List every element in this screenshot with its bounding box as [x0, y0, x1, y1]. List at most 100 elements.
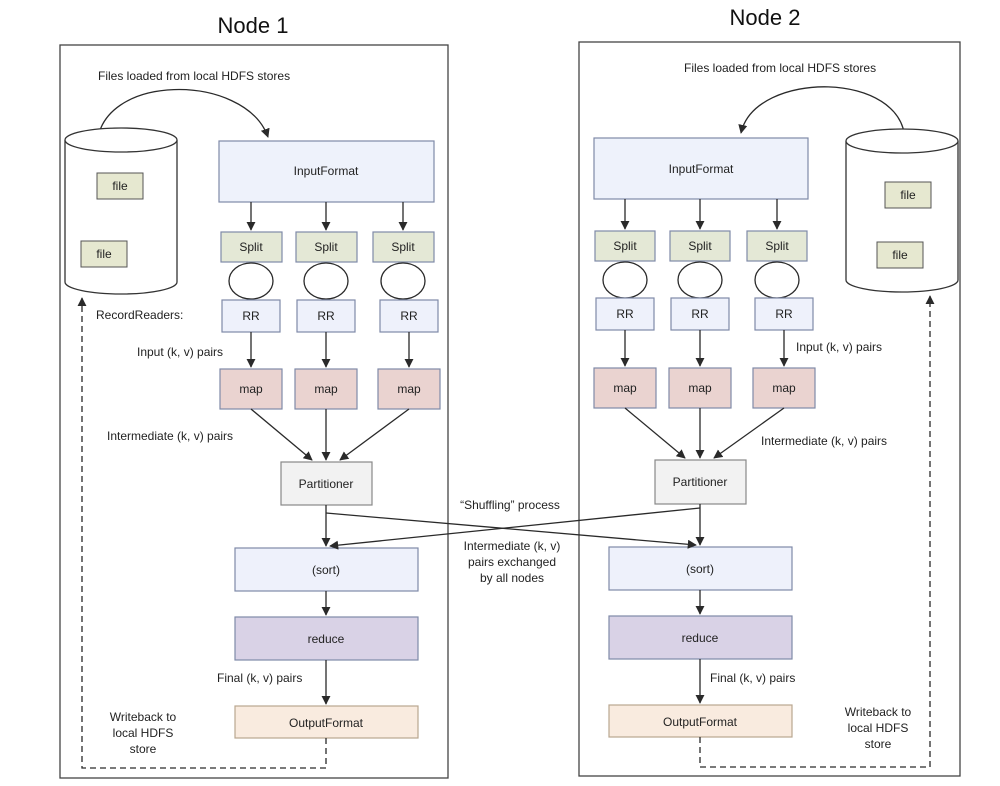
node2-map-1-box — [593, 367, 657, 409]
node1-map-1-box — [219, 368, 283, 410]
node1-load-arrow — [96, 88, 270, 149]
node1-file-box-a — [96, 172, 144, 200]
node2-writeback-dashed-arrow — [699, 295, 935, 768]
node2-writeback-line3: store — [865, 737, 892, 751]
node2-files-loaded-label: Files loaded from local HDFS stores — [684, 61, 876, 75]
node2-writeback-line2: local HDFS — [848, 721, 909, 735]
node1-split-2-label: Split — [314, 240, 338, 254]
node1-rr-2-box — [296, 299, 356, 333]
node2-file-label-b: file — [892, 248, 908, 262]
shuffle-line-3: by all nodes — [480, 571, 544, 585]
node2-outputformat-label: OutputFormat — [663, 715, 738, 729]
node2-map3-to-partitioner-arrow — [713, 407, 785, 459]
node1-partitioner-label: Partitioner — [299, 477, 354, 491]
node1-writeback-dashed-arrow — [77, 297, 327, 769]
node1-final-pairs-label: Final (k, v) pairs — [217, 671, 302, 685]
node1-file-label-b: file — [96, 247, 112, 261]
node1-writeback-line3: store — [130, 742, 157, 756]
node2-map-1-label: map — [613, 381, 637, 395]
node2-rr-2-label: RR — [691, 307, 709, 321]
node2-writeback-line1: Writeback to — [845, 705, 912, 719]
node2-map1-to-partitioner-arrow — [624, 407, 686, 459]
node1-split-1-label: Split — [239, 240, 263, 254]
node2-final-pairs-label: Final (k, v) pairs — [710, 671, 795, 685]
node2-map-3-label: map — [772, 381, 796, 395]
node2-file-label-a: file — [900, 188, 916, 202]
node2-map-3-box — [752, 367, 816, 409]
node2-title: Node 2 — [730, 5, 801, 30]
node1-outputformat-label: OutputFormat — [289, 716, 364, 730]
node1-recordreaders-label: RecordReaders: — [96, 308, 183, 322]
node1-file-label-a: file — [112, 179, 128, 193]
node1-reduce-label: reduce — [308, 632, 345, 646]
node1-files-loaded-label: Files loaded from local HDFS stores — [98, 69, 290, 83]
node1-cylinder-body — [64, 140, 178, 295]
node1-split-1-box — [220, 231, 283, 263]
node1-file-box-b — [80, 240, 128, 268]
node1-rr-3-label: RR — [400, 309, 418, 323]
node1-map-3-label: map — [397, 382, 421, 396]
node2-partitioner-label: Partitioner — [673, 475, 728, 489]
node1-rr-3-box — [379, 299, 439, 333]
node2-split-2-box — [669, 230, 731, 262]
node2-partitioner-box — [654, 459, 747, 505]
node2-input-pairs-label: Input (k, v) pairs — [796, 340, 882, 354]
node2-intermediate-pairs-label: Intermediate (k, v) pairs — [761, 434, 887, 448]
node1-writeback-line1: Writeback to — [110, 710, 177, 724]
node1-sort-box — [234, 547, 419, 592]
node1-inputformat-label: InputFormat — [294, 164, 359, 178]
node2-reduce-box — [608, 615, 793, 660]
node2-split-3-label: Split — [765, 239, 789, 253]
node1-loop-3 — [380, 262, 426, 300]
node1-outputformat-box — [234, 705, 419, 739]
node2-map-2-label: map — [688, 381, 712, 395]
node1-loop-2 — [303, 262, 349, 300]
node2-outputformat-box — [608, 704, 793, 738]
node1-cylinder-top — [64, 127, 178, 153]
shuffle-line-1: Intermediate (k, v) — [464, 539, 561, 553]
shuffle-title: “Shuffling” process — [460, 498, 560, 512]
node1-reduce-box — [234, 616, 419, 661]
node2-cylinder-top — [845, 128, 959, 154]
node1-map-2-box — [294, 368, 358, 410]
node1-title: Node 1 — [218, 13, 289, 38]
node2-reduce-label: reduce — [682, 631, 719, 645]
node2-cylinder-body — [845, 141, 959, 293]
node2-group: Files loaded from local HDFS stores file… — [593, 61, 959, 768]
node1-split-3-label: Split — [391, 240, 415, 254]
node2-sort-label: (sort) — [686, 562, 714, 576]
node1-rr-1-label: RR — [242, 309, 260, 323]
node1-map1-to-partitioner-arrow — [250, 408, 313, 461]
shuffle-line-2: pairs exchanged — [468, 555, 556, 569]
node2-rr-3-box — [754, 297, 814, 331]
node1-partitioner-box — [280, 461, 373, 506]
node1-intermediate-pairs-label: Intermediate (k, v) pairs — [107, 429, 233, 443]
node1-split-3-box — [372, 231, 435, 263]
node2-file-box-a — [884, 181, 932, 209]
node2-file-box-b — [876, 241, 924, 269]
node1-inputformat-box — [218, 140, 435, 203]
node2-inputformat-box — [593, 137, 809, 200]
node2-load-arrow — [738, 86, 906, 143]
node1-input-pairs-label: Input (k, v) pairs — [137, 345, 223, 359]
shuffle-node1-to-node2-arrow — [325, 512, 697, 549]
node1-hdfs-storage: file file — [64, 127, 178, 295]
node1-map-1-label: map — [239, 382, 263, 396]
node2-split-3-box — [746, 230, 808, 262]
node2-sort-box — [608, 546, 793, 591]
node1-map3-to-partitioner-arrow — [339, 408, 410, 461]
node1-map-2-label: map — [314, 382, 338, 396]
shuffle-node2-to-node1-arrow — [329, 507, 701, 550]
node2-rr-1-label: RR — [616, 307, 634, 321]
node1-split-2-box — [295, 231, 358, 263]
node1-group: Files loaded from local HDFS stores file… — [64, 69, 441, 769]
node2-inputformat-label: InputFormat — [669, 162, 734, 176]
shuffle-group: “Shuffling” process Intermediate (k, v) … — [321, 498, 705, 585]
node2-rr-3-label: RR — [775, 307, 793, 321]
node2-split-1-label: Split — [613, 239, 637, 253]
node1-rr-2-label: RR — [317, 309, 335, 323]
node2-hdfs-storage: file file — [845, 128, 959, 293]
node2-split-1-box — [594, 230, 656, 262]
node2-split-2-label: Split — [688, 239, 712, 253]
